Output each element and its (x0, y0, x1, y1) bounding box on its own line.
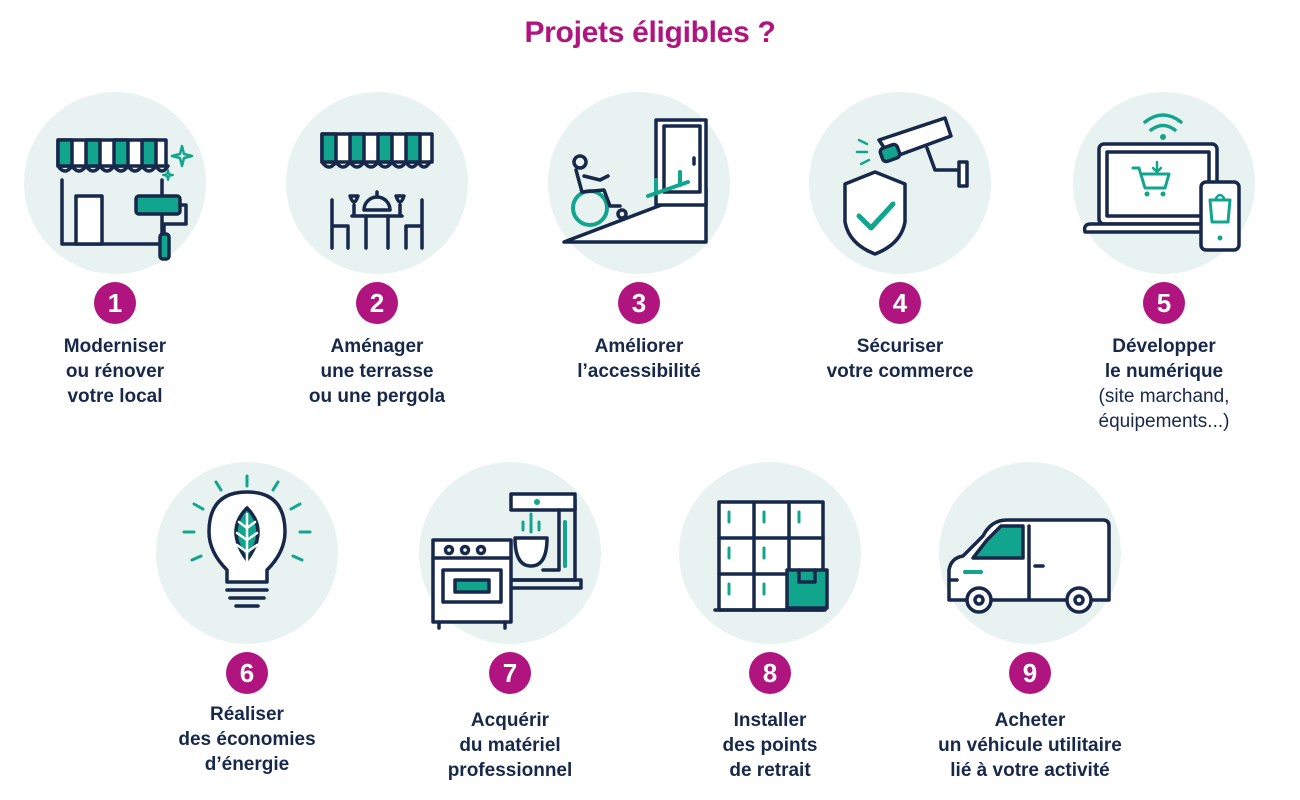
project-label: Acquérir du matériel professionnel (380, 708, 640, 783)
label-line: professionnel (447, 760, 573, 781)
project-label: Installer des points de retrait (640, 708, 900, 783)
project-label: Développer le numérique (site marchand, … (1034, 334, 1294, 434)
step-number-badge: 6 (226, 652, 268, 694)
label-line: Développer (1112, 336, 1216, 357)
project-label: Sécuriser votre commerce (770, 334, 1030, 384)
project-label: Acheter un véhicule utilitaire lié à vot… (900, 708, 1160, 783)
icon-circle (419, 462, 601, 644)
professional-equipment-icon (431, 492, 583, 630)
project-label: Moderniser ou rénover votre local (0, 334, 245, 409)
label-line: du matériel (459, 735, 561, 756)
icon-circle (679, 462, 861, 644)
label-line: votre commerce (826, 361, 974, 382)
label-line: lié à votre activité (950, 760, 1110, 781)
step-number-badge: 7 (489, 652, 531, 694)
label-line: d’énergie (204, 754, 290, 775)
icon-circle (809, 92, 991, 274)
parcel-lockers-icon (713, 500, 829, 612)
icon-circle (24, 92, 206, 274)
label-line: des points (722, 735, 818, 756)
label-line: Acquérir (470, 710, 550, 731)
step-number-badge: 5 (1143, 282, 1185, 324)
label-line: des économies (178, 729, 316, 750)
icon-circle (156, 462, 338, 644)
project-label: Aménager une terrasse ou une pergola (247, 334, 507, 409)
utility-van-icon (947, 518, 1111, 614)
step-number-badge: 9 (1009, 652, 1051, 694)
security-camera-shield-icon (843, 116, 969, 256)
eco-lightbulb-icon (182, 474, 312, 608)
label-line: Acheter (994, 710, 1066, 731)
step-number-badge: 1 (94, 282, 136, 324)
label-line: Réaliser (210, 704, 284, 725)
label-line: l’accessibilité (577, 361, 701, 382)
label-line: votre local (67, 386, 163, 407)
icon-circle (939, 462, 1121, 644)
step-number-badge: 3 (618, 282, 660, 324)
label-line: Moderniser (63, 336, 167, 357)
label-line: une terrasse (320, 361, 434, 382)
icon-circle (548, 92, 730, 274)
label-line: Améliorer (594, 336, 684, 357)
shop-renovation-icon (56, 138, 194, 261)
terrace-pergola-icon (320, 132, 434, 250)
label-line: ou une pergola (308, 386, 446, 407)
label-subline: équipements...) (1098, 411, 1230, 432)
label-line: de retrait (729, 760, 811, 781)
project-label: Réaliser des économies d’énergie (117, 702, 377, 777)
label-line: le numérique (1104, 361, 1224, 382)
step-number-badge: 2 (356, 282, 398, 324)
project-label: Améliorer l’accessibilité (509, 334, 769, 384)
step-number-badge: 4 (879, 282, 921, 324)
digital-devices-icon (1082, 113, 1241, 252)
icon-circle (286, 92, 468, 274)
step-number-badge: 8 (749, 652, 791, 694)
label-line: Installer (733, 710, 807, 731)
label-line: Sécuriser (856, 336, 944, 357)
label-line: un véhicule utilitaire (938, 735, 1122, 756)
label-line: Aménager (330, 336, 424, 357)
label-subline: (site marchand, (1098, 386, 1230, 407)
icon-circle (1073, 92, 1255, 274)
label-line: ou rénover (65, 361, 165, 382)
wheelchair-accessibility-icon (562, 118, 708, 244)
page-title: Projets éligibles ? (524, 16, 776, 49)
